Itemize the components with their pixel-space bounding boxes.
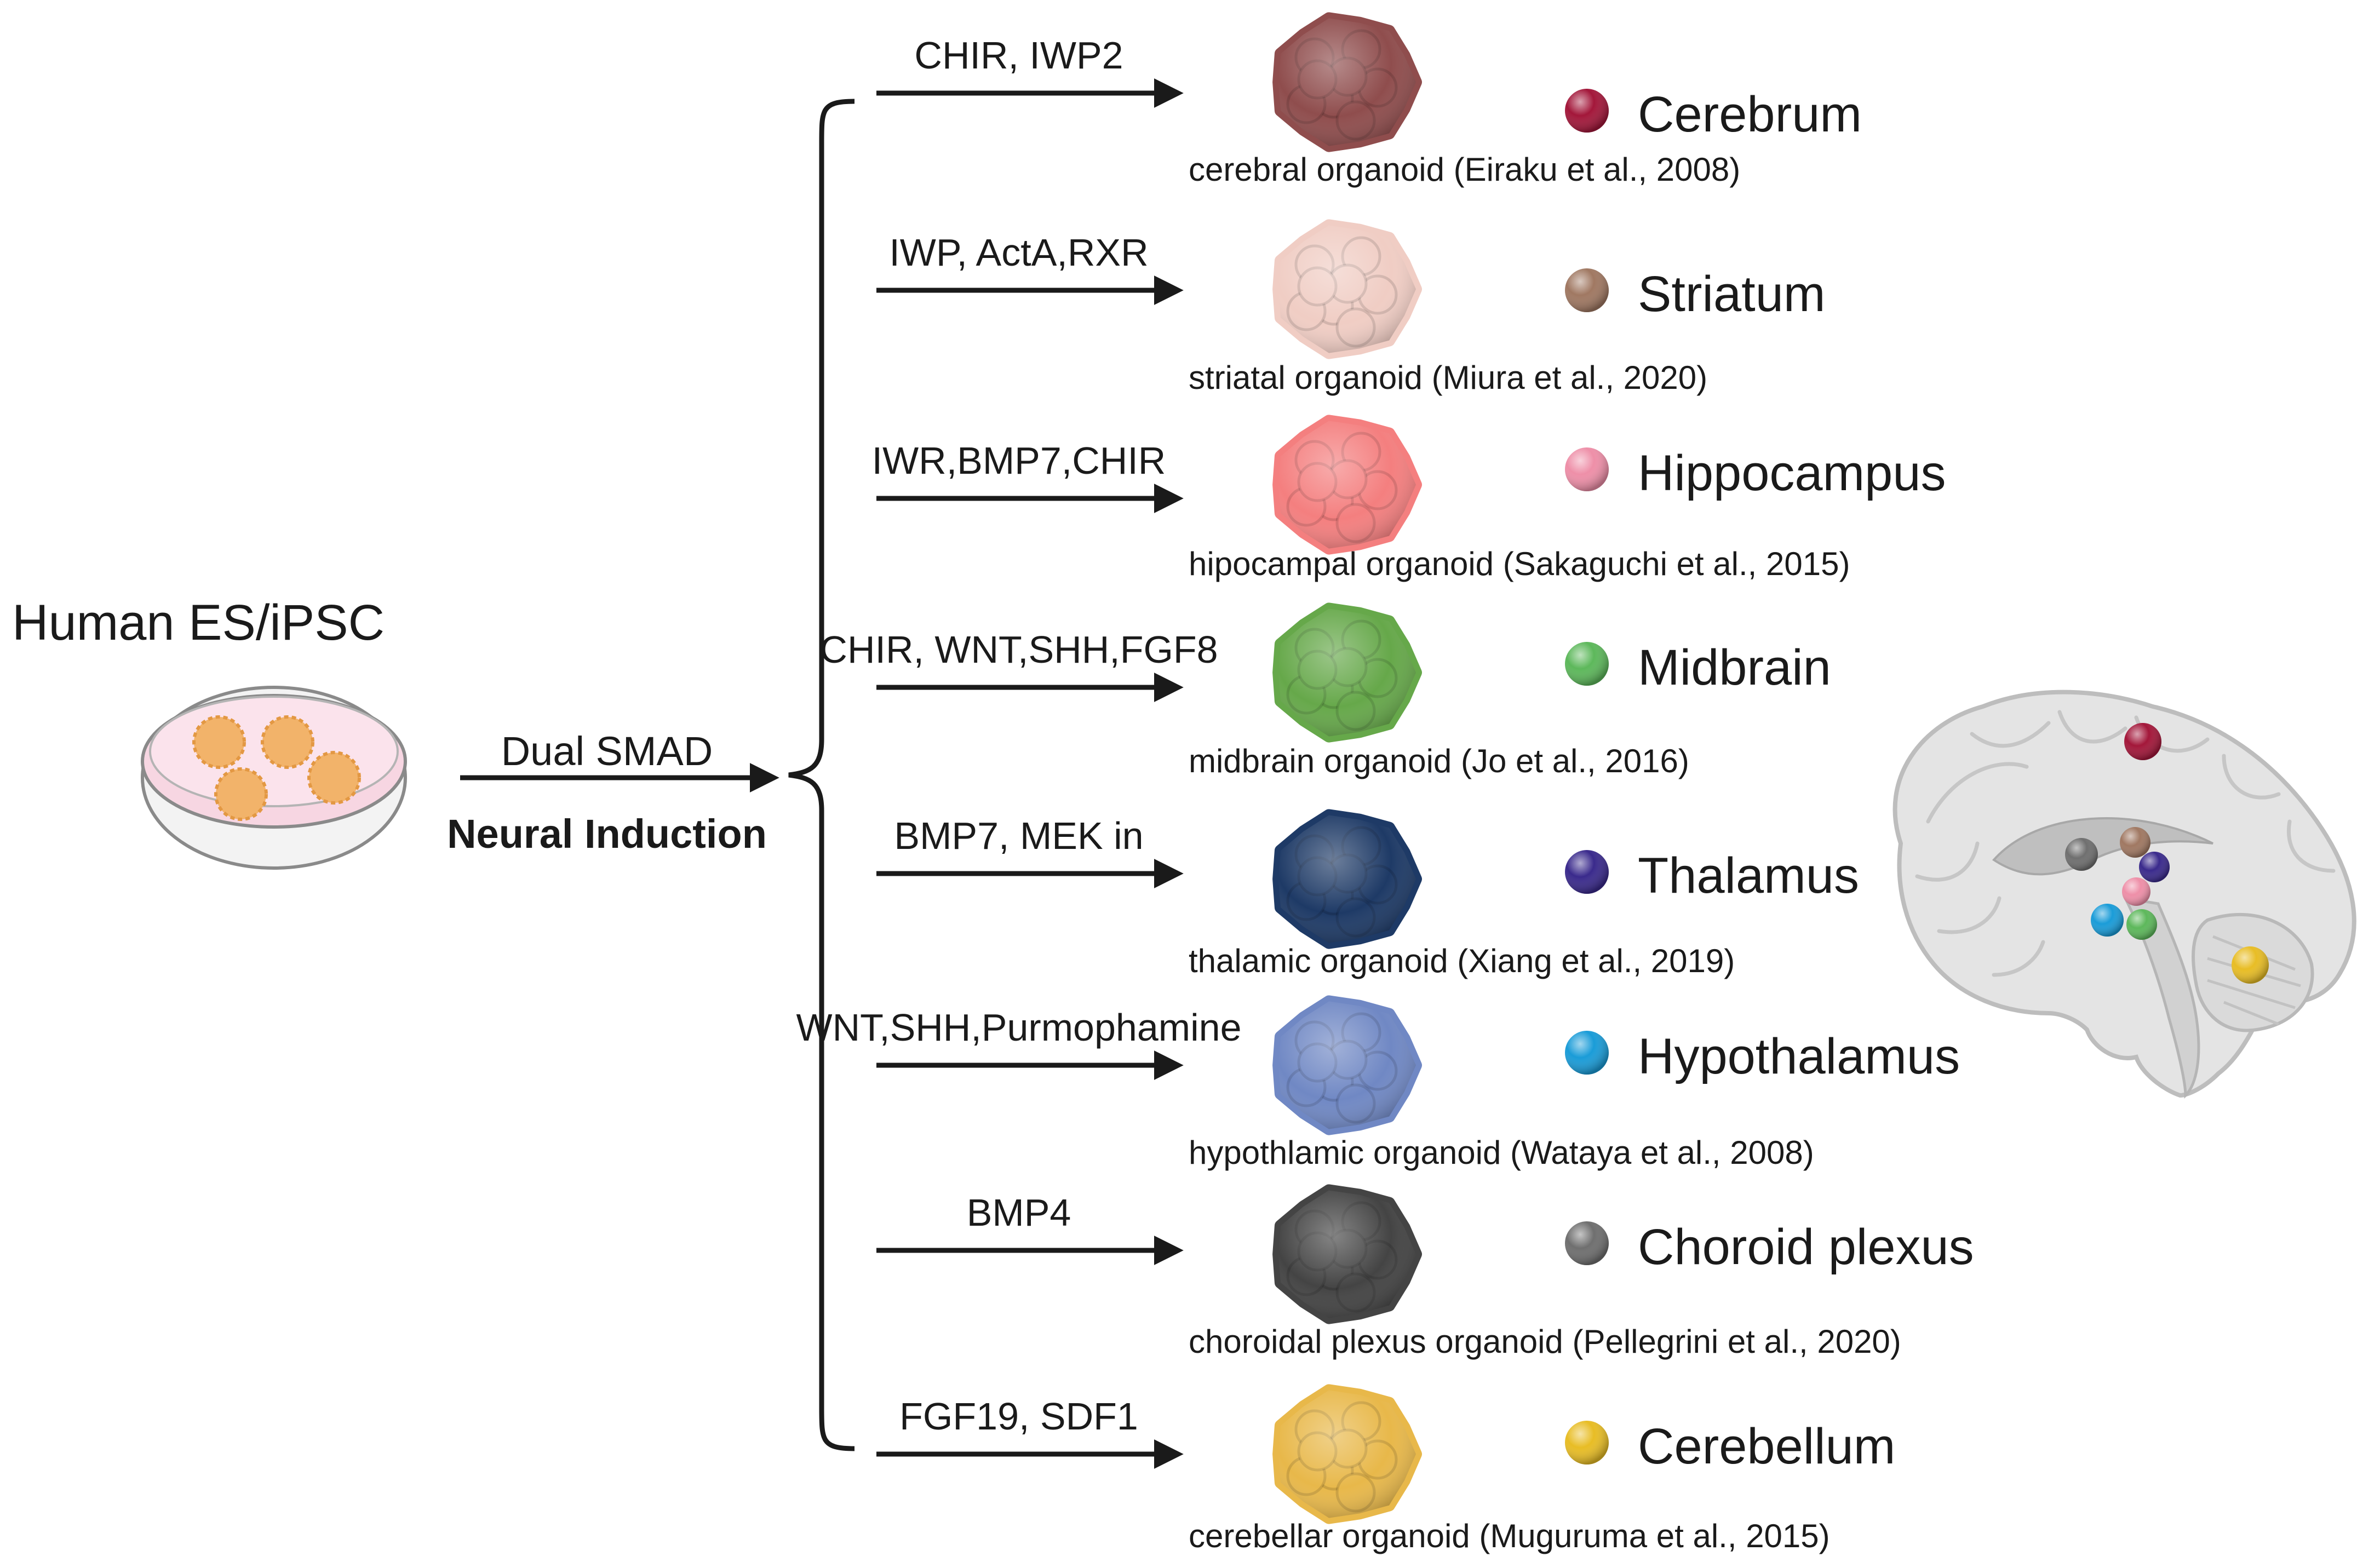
induction-step-label: Dual SMAD	[501, 728, 713, 774]
branch-row-cerebellum: FGF19, SDF1 cerebellar organoid (Muguruma…	[876, 1384, 1895, 1554]
factor-label-midbrain: CHIR, WNT,SHH,FGF8	[819, 628, 1218, 671]
factor-label-choroid-plexus: BMP4	[967, 1191, 1071, 1234]
factor-label-striatum: IWP, ActA,RXR	[889, 231, 1148, 274]
brain-icon	[1892, 690, 2356, 1099]
region-label-striatum: Striatum	[1638, 266, 1826, 322]
organoid-caption-striatum: striatal organoid (Miura et al., 2020)	[1189, 359, 1707, 396]
organoid-icon-striatum	[1272, 219, 1422, 359]
organoid-caption-hypothalamus: hypothlamic organoid (Wataya et al., 200…	[1189, 1134, 1814, 1171]
organoid-caption-cerebellum: cerebellar organoid (Muguruma et al., 20…	[1189, 1518, 1830, 1554]
region-label-cerebrum: Cerebrum	[1638, 87, 1862, 142]
factor-label-cerebrum: CHIR, IWP2	[914, 34, 1123, 77]
region-label-hypothalamus: Hypothalamus	[1638, 1029, 1960, 1084]
region-label-cerebellum: Cerebellum	[1638, 1419, 1895, 1474]
source-label: Human ES/iPSC	[12, 595, 385, 651]
factor-label-hypothalamus: WNT,SHH,Purmophamine	[796, 1006, 1242, 1049]
branch-row-cerebrum: CHIR, IWP2 cerebral organoid (Eiraku et a…	[876, 12, 1862, 188]
organoid-icon-hippocampus	[1272, 415, 1422, 555]
branch-row-choroid-plexus: BMP4 choroidal plexus organoid (Pellegrin…	[876, 1184, 1974, 1360]
organoid-icon-cerebrum	[1272, 12, 1422, 152]
branch-row-midbrain: CHIR, WNT,SHH,FGF8 midbrain organoid (Jo …	[819, 602, 1831, 779]
region-label-choroid-plexus: Choroid plexus	[1638, 1219, 1974, 1275]
organoid-icon-choroid-plexus	[1272, 1184, 1422, 1324]
organoid-icon-cerebellum	[1272, 1384, 1422, 1524]
branch-row-hypothalamus: WNT,SHH,Purmophamine hypothlamic organoid…	[796, 995, 1960, 1171]
organoid-icon-thalamus	[1272, 809, 1422, 949]
factor-label-thalamus: BMP7, MEK in	[894, 814, 1143, 857]
factor-label-hippocampus: IWR,BMP7,CHIR	[872, 439, 1166, 482]
branch-row-hippocampus: IWR,BMP7,CHIR hipocampal organoid (Sakagu…	[872, 415, 1946, 582]
organoid-icon-midbrain	[1272, 602, 1422, 743]
region-label-thalamus: Thalamus	[1638, 848, 1859, 904]
organoid-caption-thalamus: thalamic organoid (Xiang et al., 2019)	[1189, 943, 1735, 979]
factor-label-cerebellum: FGF19, SDF1	[899, 1395, 1138, 1438]
branch-row-striatum: IWP, ActA,RXR striatal organoid (Miura et…	[876, 219, 1826, 396]
organoid-caption-midbrain: midbrain organoid (Jo et al., 2016)	[1189, 743, 1689, 779]
branch-row-thalamus: BMP7, MEK in thalamic organoid (Xiang et …	[876, 809, 1859, 979]
petri-dish-icon	[141, 686, 407, 870]
cell-colony-icon	[192, 715, 361, 821]
organoid-caption-hippocampus: hipocampal organoid (Sakaguchi et al., 2…	[1189, 545, 1850, 582]
induction-caption: Neural Induction	[447, 811, 767, 857]
branch-rows: CHIR, IWP2 cerebral organoid (Eiraku et a…	[796, 12, 1974, 1554]
region-label-midbrain: Midbrain	[1638, 640, 1831, 696]
branch-brace	[788, 99, 855, 1451]
organoid-icon-hypothalamus	[1272, 995, 1422, 1135]
organoid-caption-cerebrum: cerebral organoid (Eiraku et al., 2008)	[1189, 151, 1740, 188]
region-label-hippocampus: Hippocampus	[1638, 445, 1946, 501]
organoid-caption-choroid-plexus: choroidal plexus organoid (Pellegrini et…	[1189, 1323, 1901, 1360]
